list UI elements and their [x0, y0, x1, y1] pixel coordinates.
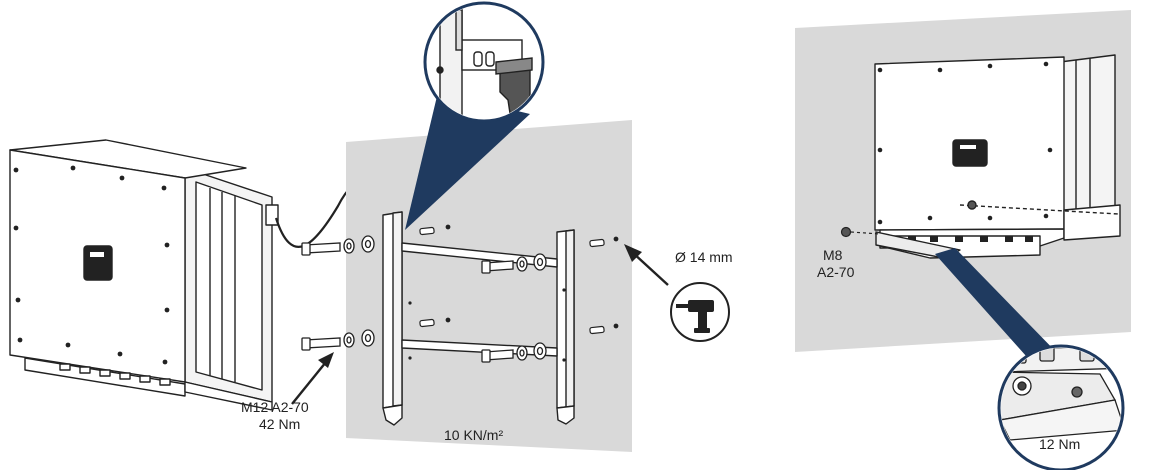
bolt-m8: [840, 226, 881, 238]
wall-load-label: 10 KN/m²: [444, 427, 504, 443]
bolt-spec-label-1: M8: [823, 247, 843, 263]
wall-anchors: [419, 224, 619, 335]
screw-set-lower: [301, 329, 547, 363]
inverter-unit-mounted: [874, 54, 1121, 259]
bolt-torque-label: 12 Nm: [1039, 436, 1081, 452]
screw-torque-label: 42 Nm: [259, 416, 301, 432]
drill-icon: [624, 244, 730, 342]
bolt-spec-label-2: A2-70: [817, 264, 855, 280]
detail-callout-bottom: [935, 248, 1125, 472]
wall-dots: [408, 288, 566, 362]
screw-set-upper: [301, 235, 547, 274]
detail-callout-top: [405, 1, 545, 230]
drill-diameter-label: Ø 14 mm: [675, 249, 733, 265]
inverter-unit-left: [9, 139, 279, 411]
screw-spec-label: M12 A2-70: [241, 399, 309, 415]
screw-arrow: [291, 352, 334, 405]
